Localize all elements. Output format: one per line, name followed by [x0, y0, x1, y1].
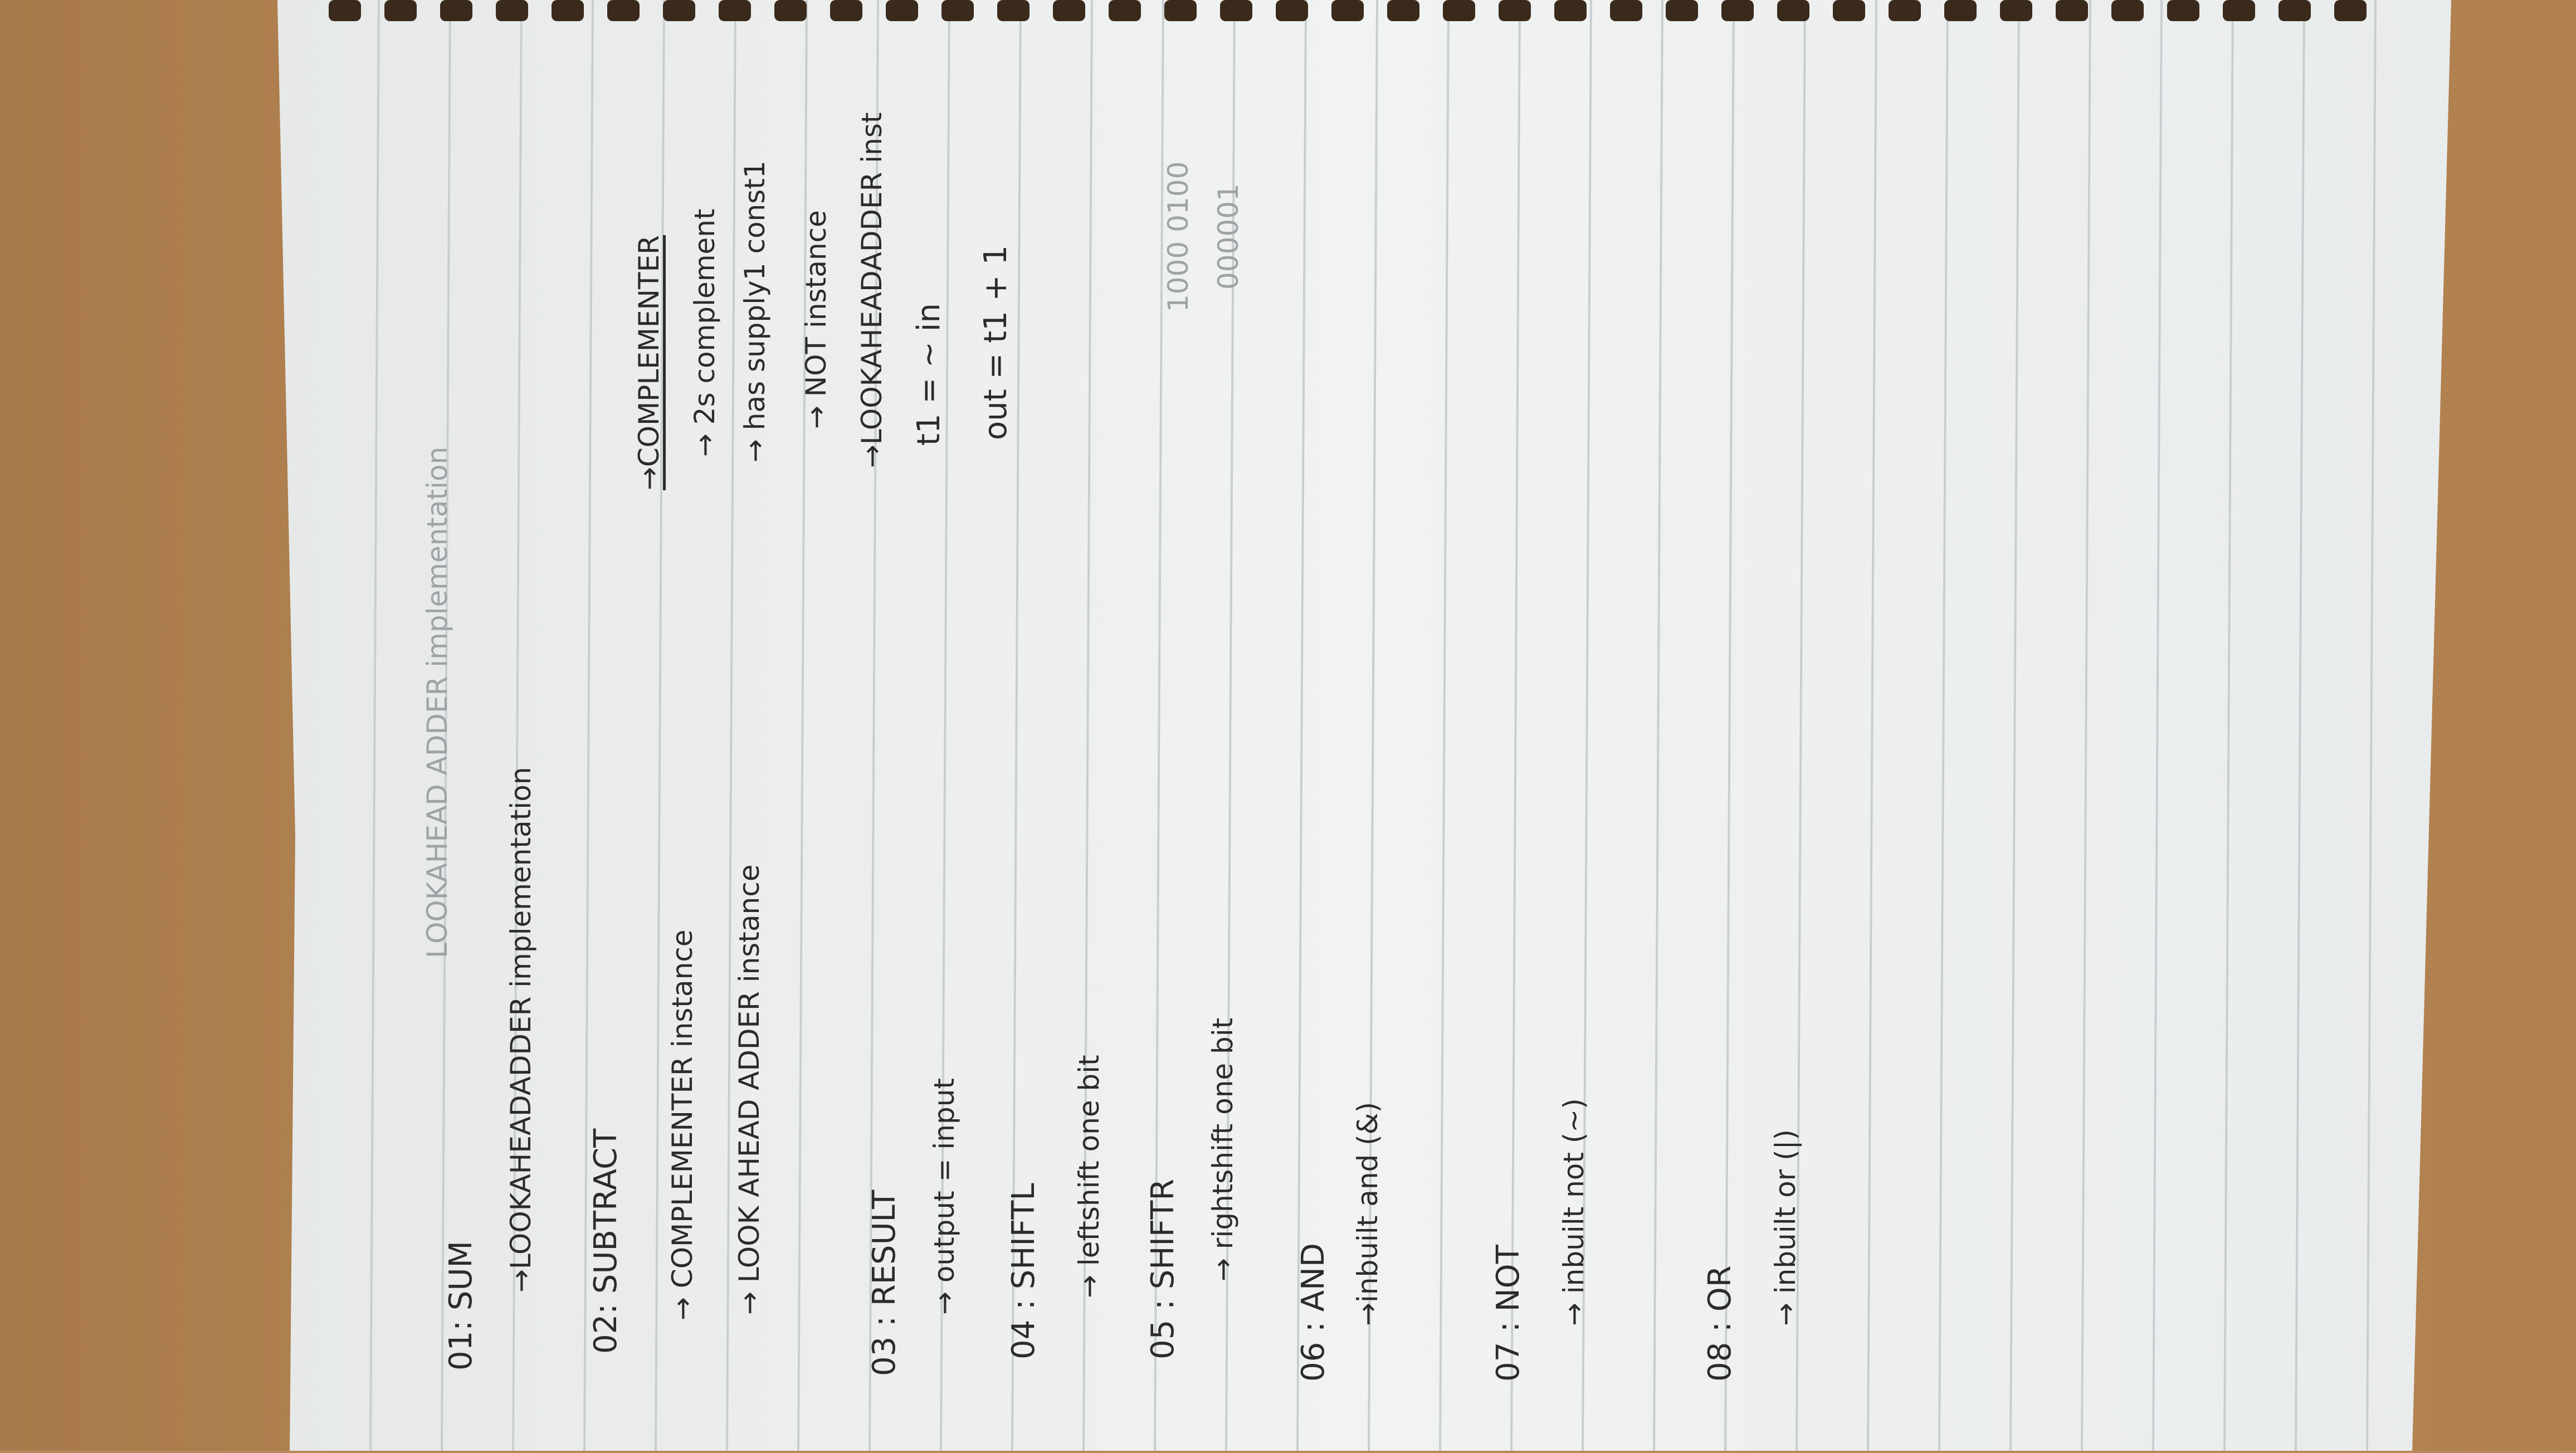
spiral-loop — [1777, 0, 1809, 21]
ruled-line — [1796, 0, 1806, 1451]
spiral-loop — [1889, 0, 1921, 21]
note-06-detail: →inbuilt and (&) — [1352, 1101, 1384, 1326]
complementer-note-2: → has supply1 const1 — [739, 160, 771, 462]
spiral-loop — [2279, 0, 2311, 21]
spiral-loop — [1443, 0, 1475, 21]
ruled-line — [1439, 0, 1450, 1451]
spiral-loop — [1610, 0, 1642, 21]
spiral-binding — [329, 0, 2367, 21]
spiral-loop — [1220, 0, 1252, 21]
spiral-loop — [886, 0, 918, 21]
spiral-loop — [1109, 0, 1141, 21]
spiral-loop — [2056, 0, 2088, 21]
complementer-formula-2: out = t1 + 1 — [978, 245, 1014, 440]
ruled-line — [1296, 0, 1307, 1451]
spiral-loop — [719, 0, 751, 21]
note-08-title: 08 : OR — [1702, 1265, 1738, 1382]
note-02-detail-2: → LOOK AHEAD ADDER instance — [733, 864, 765, 1315]
spiral-loop — [2334, 0, 2367, 21]
spiral-loop — [2223, 0, 2255, 21]
spiral-loop — [1053, 0, 1085, 21]
ruled-line — [1510, 0, 1521, 1451]
note-04-detail: → leftshift one bit — [1073, 1055, 1105, 1298]
ruled-line — [1938, 0, 1949, 1451]
spiral-loop — [1331, 0, 1364, 21]
ruled-lines — [369, 0, 2377, 1451]
spiral-loop — [384, 0, 417, 21]
spiral-loop — [663, 0, 695, 21]
ruled-line — [1082, 0, 1093, 1451]
spiral-loop — [496, 0, 528, 21]
ruled-line — [726, 0, 736, 1451]
complementer-note-1: → 2s complement — [689, 208, 721, 457]
spiral-loop — [440, 0, 472, 21]
ruled-line — [1225, 0, 1236, 1451]
spiral-loop — [941, 0, 974, 21]
spiral-loop — [1721, 0, 1754, 21]
complementer-heading: →COMPLEMENTER — [633, 235, 665, 490]
note-04-title: 04 : SHIFTL — [1006, 1183, 1042, 1359]
spiral-loop — [2000, 0, 2032, 21]
ruled-line — [2009, 0, 2020, 1451]
note-01-detail: →LOOKAHEADADDER implementation — [505, 767, 537, 1293]
spiral-loop — [1944, 0, 1977, 21]
binary-scribble-2: 000001 — [1212, 183, 1245, 290]
note-06-title: 06 : AND — [1295, 1242, 1331, 1382]
note-01-title: 01: SUM — [443, 1241, 479, 1371]
ruled-line — [1368, 0, 1378, 1451]
complementer-note-3: → NOT instance — [800, 210, 832, 429]
spiral-loop — [1833, 0, 1865, 21]
ruled-line — [1154, 0, 1164, 1451]
binary-scribble-1: 1000 0100 — [1162, 161, 1194, 312]
ruled-line — [2081, 0, 2091, 1451]
ruled-line — [797, 0, 808, 1451]
complementer-note-4: →LOOKAHEADADDER inst — [856, 112, 888, 468]
ruled-line — [1011, 0, 1022, 1451]
note-03-title: 03 : RESULT — [866, 1189, 902, 1376]
spiral-loop — [774, 0, 807, 21]
note-07-title: 07 : NOT — [1490, 1245, 1526, 1382]
spiral-loop — [1387, 0, 1419, 21]
spiral-loop — [552, 0, 584, 21]
spiral-loop — [1276, 0, 1308, 21]
spiral-loop — [1554, 0, 1587, 21]
spiral-loop — [329, 0, 361, 21]
ruled-line — [869, 0, 879, 1451]
ruled-line — [1724, 0, 1735, 1451]
spiral-loop — [607, 0, 640, 21]
spiral-loop — [1499, 0, 1531, 21]
ruled-line — [441, 0, 451, 1451]
note-05-title: 05 : SHIFTR — [1145, 1178, 1181, 1359]
spiral-loop — [2111, 0, 2144, 21]
note-02-title: 02: SUBTRACT — [588, 1128, 624, 1354]
ruled-line — [2366, 0, 2377, 1451]
ruled-line — [2223, 0, 2234, 1451]
spiral-loop — [2167, 0, 2199, 21]
ruled-line — [940, 0, 950, 1451]
ruled-line — [655, 0, 665, 1451]
note-03-detail: → output = input — [928, 1078, 960, 1315]
ruled-line — [2295, 0, 2305, 1451]
note-01-strikethrough: LOOKAHEAD ADDER implementation — [421, 446, 453, 958]
complementer-formula-1: t1 = ~ in — [911, 303, 947, 446]
notebook-page — [277, 0, 2451, 1451]
note-05-detail: → rightshift one bit — [1207, 1017, 1239, 1281]
ruled-line — [583, 0, 594, 1451]
ruled-line — [2152, 0, 2163, 1451]
ruled-line — [512, 0, 523, 1451]
spiral-loop — [830, 0, 862, 21]
spiral-loop — [1164, 0, 1197, 21]
note-07-detail: → inbuilt not (~) — [1558, 1098, 1590, 1326]
spiral-loop — [1666, 0, 1698, 21]
ruled-line — [1653, 0, 1663, 1451]
ruled-line — [1582, 0, 1592, 1451]
ruled-line — [369, 0, 380, 1451]
ruled-line — [1867, 0, 1877, 1451]
note-02-detail-1: → COMPLEMENTER instance — [666, 929, 699, 1320]
spiral-loop — [997, 0, 1030, 21]
note-08-detail: → inbuilt or (|) — [1769, 1129, 1802, 1326]
